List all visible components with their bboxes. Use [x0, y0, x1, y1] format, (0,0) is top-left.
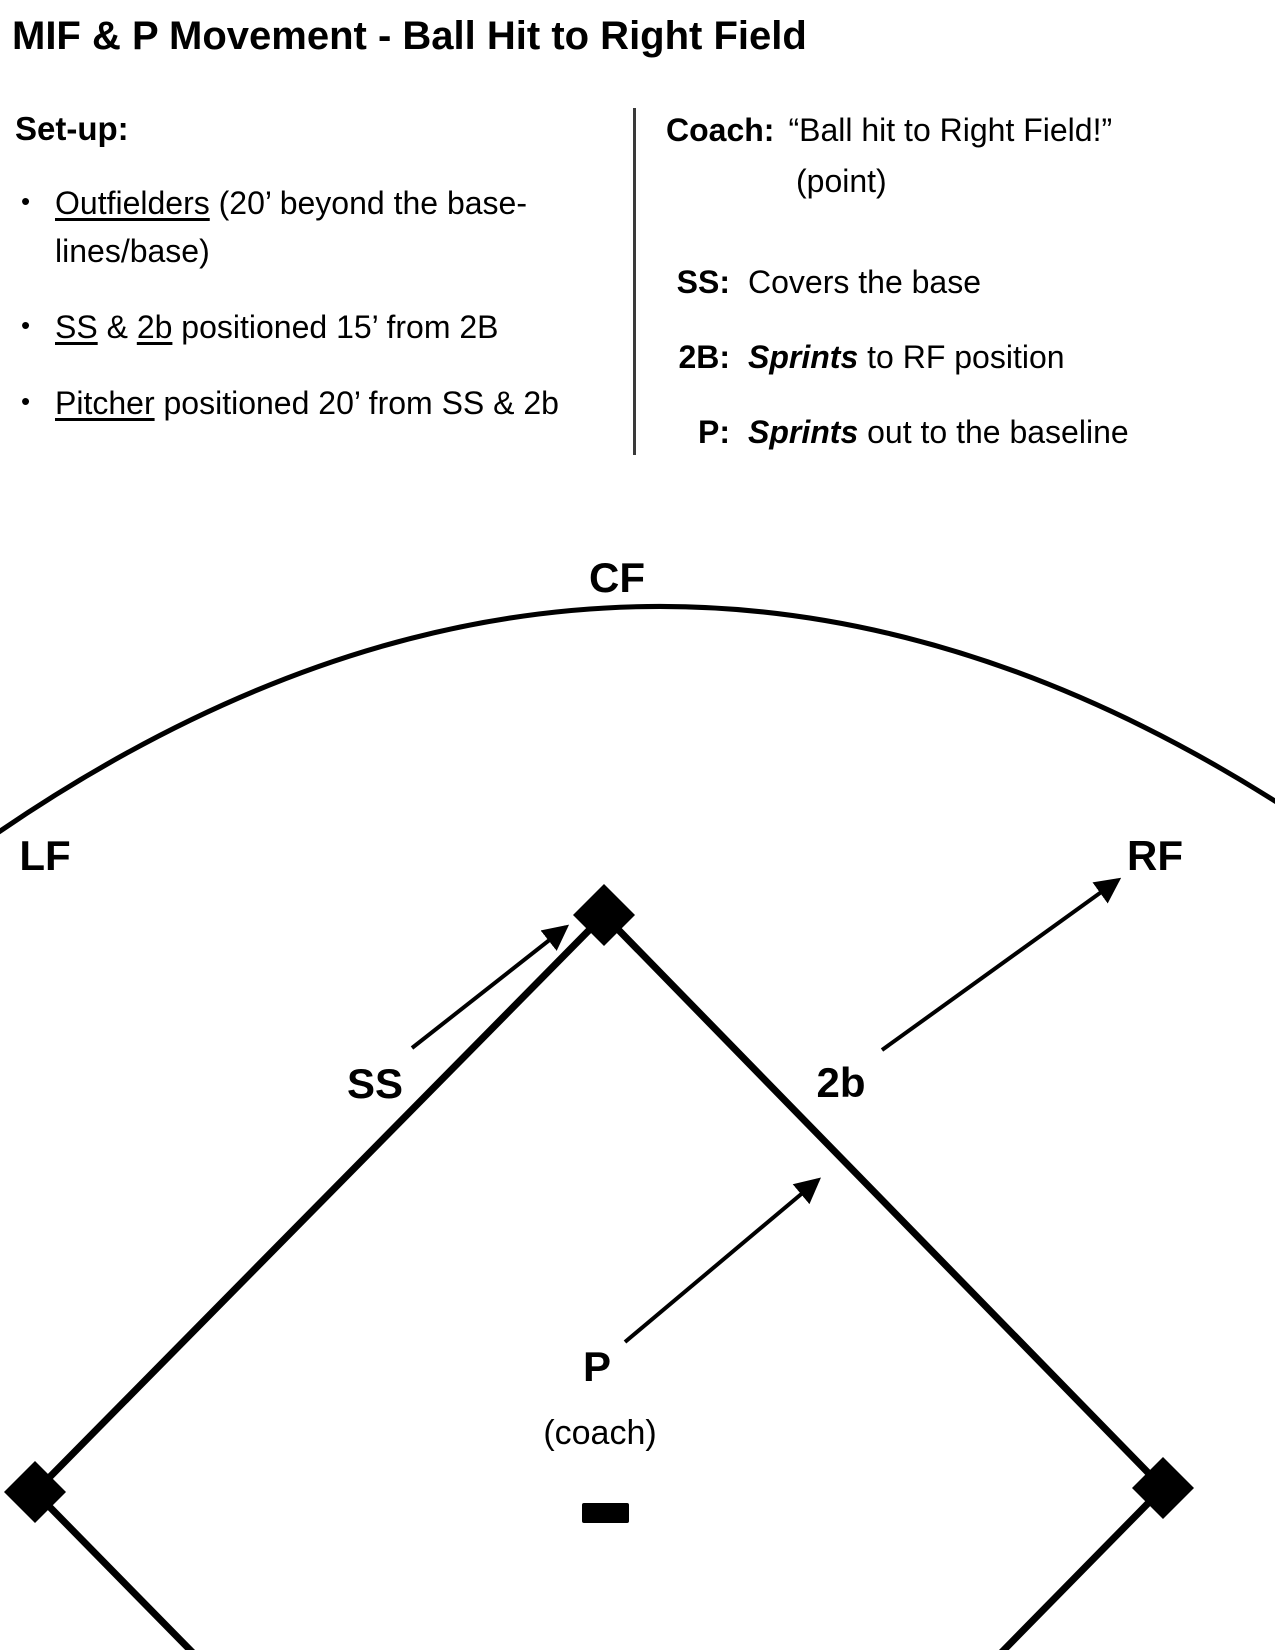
setup-list: Outfielders (20’ beyond the base-lines/b… — [15, 179, 633, 427]
2b-cue-emphasis: Sprints — [748, 339, 859, 376]
ss-cue-label: SS: — [676, 264, 730, 301]
2b-cue-text: Sprints to RF position — [748, 335, 1065, 380]
pitcher-detail: positioned 20’ from SS & 2b — [154, 384, 559, 421]
2b-cue-rest: to RF position — [858, 339, 1065, 376]
page-title: MIF & P Movement - Ball Hit to Right Fie… — [12, 14, 807, 58]
outfielders-term: Outfielders — [55, 184, 210, 221]
pitching-rubber — [582, 1503, 629, 1523]
rf-position-label: RF — [1127, 832, 1183, 879]
instructions-section: Set-up: Outfielders (20’ beyond the base… — [15, 108, 1275, 455]
ss-cue-text: Covers the base — [748, 264, 982, 301]
p-cue-label: P: — [698, 413, 730, 450]
setup-column: Set-up: Outfielders (20’ beyond the base… — [15, 108, 633, 455]
cf-position-label: CF — [589, 554, 645, 601]
p-cue-text: Sprints out to the baseline — [748, 410, 1129, 455]
first-base — [1132, 1457, 1194, 1519]
p-cue-rest: out to the baseline — [858, 413, 1129, 450]
ss-term: SS — [55, 308, 98, 345]
2b-cue-label: 2B: — [678, 339, 730, 376]
coach-call-row: Coach: “Ball hit to Right Field!” — [666, 108, 1275, 153]
ss-movement-arrow — [410, 924, 570, 1050]
baseline-third-to-home — [32, 1489, 196, 1650]
ss-position-label: SS — [347, 1060, 403, 1107]
coach-label: Coach: — [666, 112, 775, 148]
2b-cue-row: 2B: Sprints to RF position — [666, 335, 1275, 380]
outfielders-detail: (20’ beyond the base-lines/base) — [55, 184, 527, 269]
second-base — [573, 884, 635, 946]
p-position-label: P — [583, 1343, 611, 1390]
coach-call-text: “Ball hit to Right Field!” — [788, 112, 1113, 148]
baseline-first-to-home — [998, 1485, 1166, 1650]
outfield-fence-arc — [0, 603, 1275, 835]
ss-cue-row: SS: Covers the base — [666, 260, 1275, 305]
lf-position-label: LF — [19, 832, 70, 879]
2b-term: 2b — [136, 308, 173, 345]
p-cue-row: P: Sprints out to the baseline — [666, 410, 1275, 455]
middle-infield-detail: positioned 15’ from 2B — [172, 308, 499, 345]
p-cue-emphasis: Sprints — [748, 413, 859, 450]
mid-text: & — [97, 308, 137, 345]
baseline-second-to-first — [601, 912, 1166, 1491]
setup-bullet-outfielders: Outfielders (20’ beyond the base-lines/b… — [15, 179, 625, 275]
baseline-second-to-third — [32, 912, 607, 1495]
calls-column: Coach: “Ball hit to Right Field!” (point… — [636, 108, 1275, 455]
setup-heading: Set-up: — [15, 110, 129, 147]
coach-point-note: (point) — [796, 162, 887, 199]
pitcher-term: Pitcher — [55, 384, 155, 421]
coach-position-note: (coach) — [543, 1414, 656, 1452]
p-movement-arrow — [623, 1177, 821, 1344]
setup-bullet-middle-infield: SS & 2b positioned 15’ from 2B — [15, 303, 625, 351]
third-base — [4, 1461, 66, 1523]
setup-bullet-pitcher: Pitcher positioned 20’ from SS & 2b — [15, 379, 625, 427]
2b-position-label: 2b — [816, 1059, 865, 1106]
column-divider — [633, 108, 636, 455]
2b-movement-arrow — [880, 877, 1122, 1052]
